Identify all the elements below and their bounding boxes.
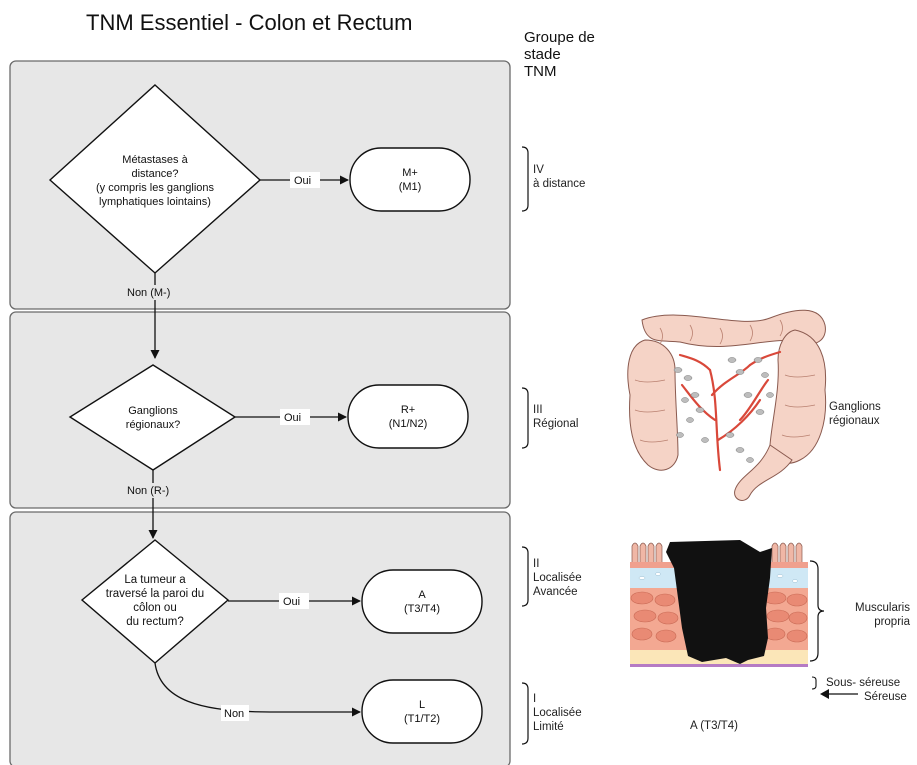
text-line: Avancée: [533, 585, 582, 599]
stage-iii: III Régional: [533, 403, 578, 431]
stage-ii: II Localisée Avancée: [533, 557, 582, 599]
text-line: (y compris les ganglions: [60, 181, 250, 195]
result-text-a: A (T3/T4): [362, 588, 482, 616]
text-line: Régional: [533, 417, 578, 431]
text-line: Ganglions: [829, 400, 881, 414]
text-line: à distance: [533, 177, 585, 191]
text-line: I: [533, 692, 582, 706]
yes-label-2: Oui: [284, 412, 301, 424]
text-line: du rectum?: [97, 615, 213, 629]
stage-i: I Localisée Limité: [533, 692, 582, 734]
text-line: Limité: [533, 720, 582, 734]
text-line: A: [362, 588, 482, 602]
stage-bracket-iv: [522, 147, 528, 211]
decision-text-wall: La tumeur a traversé la paroi du côlon o…: [97, 573, 213, 629]
text-line: R+: [348, 403, 468, 417]
colon-label: Ganglions régionaux: [829, 400, 881, 428]
muscularis-label: Muscularis propria: [850, 601, 910, 629]
wall-bracket: [808, 555, 828, 685]
text-line: Muscularis: [850, 601, 910, 615]
text-line: régionaux: [829, 414, 881, 428]
text-line: régionaux?: [93, 418, 213, 432]
text-line: (M1): [350, 180, 470, 194]
text-line: Localisée: [533, 571, 582, 585]
stage-bracket-iii: [522, 388, 528, 448]
text-line: M+: [350, 166, 470, 180]
colon-illustration: [620, 300, 840, 510]
decision-text-metastases: Métastases à distance? (y compris les ga…: [60, 153, 250, 209]
text-line: Ganglions: [93, 404, 213, 418]
text-line: Métastases à: [60, 153, 250, 167]
text-line: Localisée: [533, 706, 582, 720]
no-label-3: Non: [224, 708, 244, 720]
result-text-m: M+ (M1): [350, 166, 470, 194]
stage-bracket-i: [522, 683, 528, 744]
decision-text-nodes: Ganglions régionaux?: [93, 404, 213, 432]
yes-label-3: Oui: [283, 596, 300, 608]
no-label-1: Non (M-): [127, 287, 170, 299]
serosa-label: Séreuse: [864, 690, 907, 704]
text-line: (T1/T2): [362, 712, 482, 726]
text-line: côlon ou: [97, 601, 213, 615]
text-line: (T3/T4): [362, 602, 482, 616]
no-label-2: Non (R-): [127, 485, 169, 497]
text-line: (N1/N2): [348, 417, 468, 431]
wall-caption: A (T3/T4): [690, 719, 738, 733]
text-line: lymphatiques lointains): [60, 195, 250, 209]
serosa-arrow-icon: [820, 687, 860, 701]
result-text-l: L (T1/T2): [362, 698, 482, 726]
text-line: IV: [533, 163, 585, 177]
stage-bracket-ii: [522, 547, 528, 606]
text-line: traversé la paroi du: [97, 587, 213, 601]
result-text-r: R+ (N1/N2): [348, 403, 468, 431]
text-line: II: [533, 557, 582, 571]
text-line: III: [533, 403, 578, 417]
text-line: propria: [850, 615, 910, 629]
text-line: La tumeur a: [97, 573, 213, 587]
yes-label-1: Oui: [294, 175, 311, 187]
text-line: L: [362, 698, 482, 712]
text-line: distance?: [60, 167, 250, 181]
stage-iv: IV à distance: [533, 163, 585, 191]
bowel-wall-illustration: [630, 538, 810, 673]
